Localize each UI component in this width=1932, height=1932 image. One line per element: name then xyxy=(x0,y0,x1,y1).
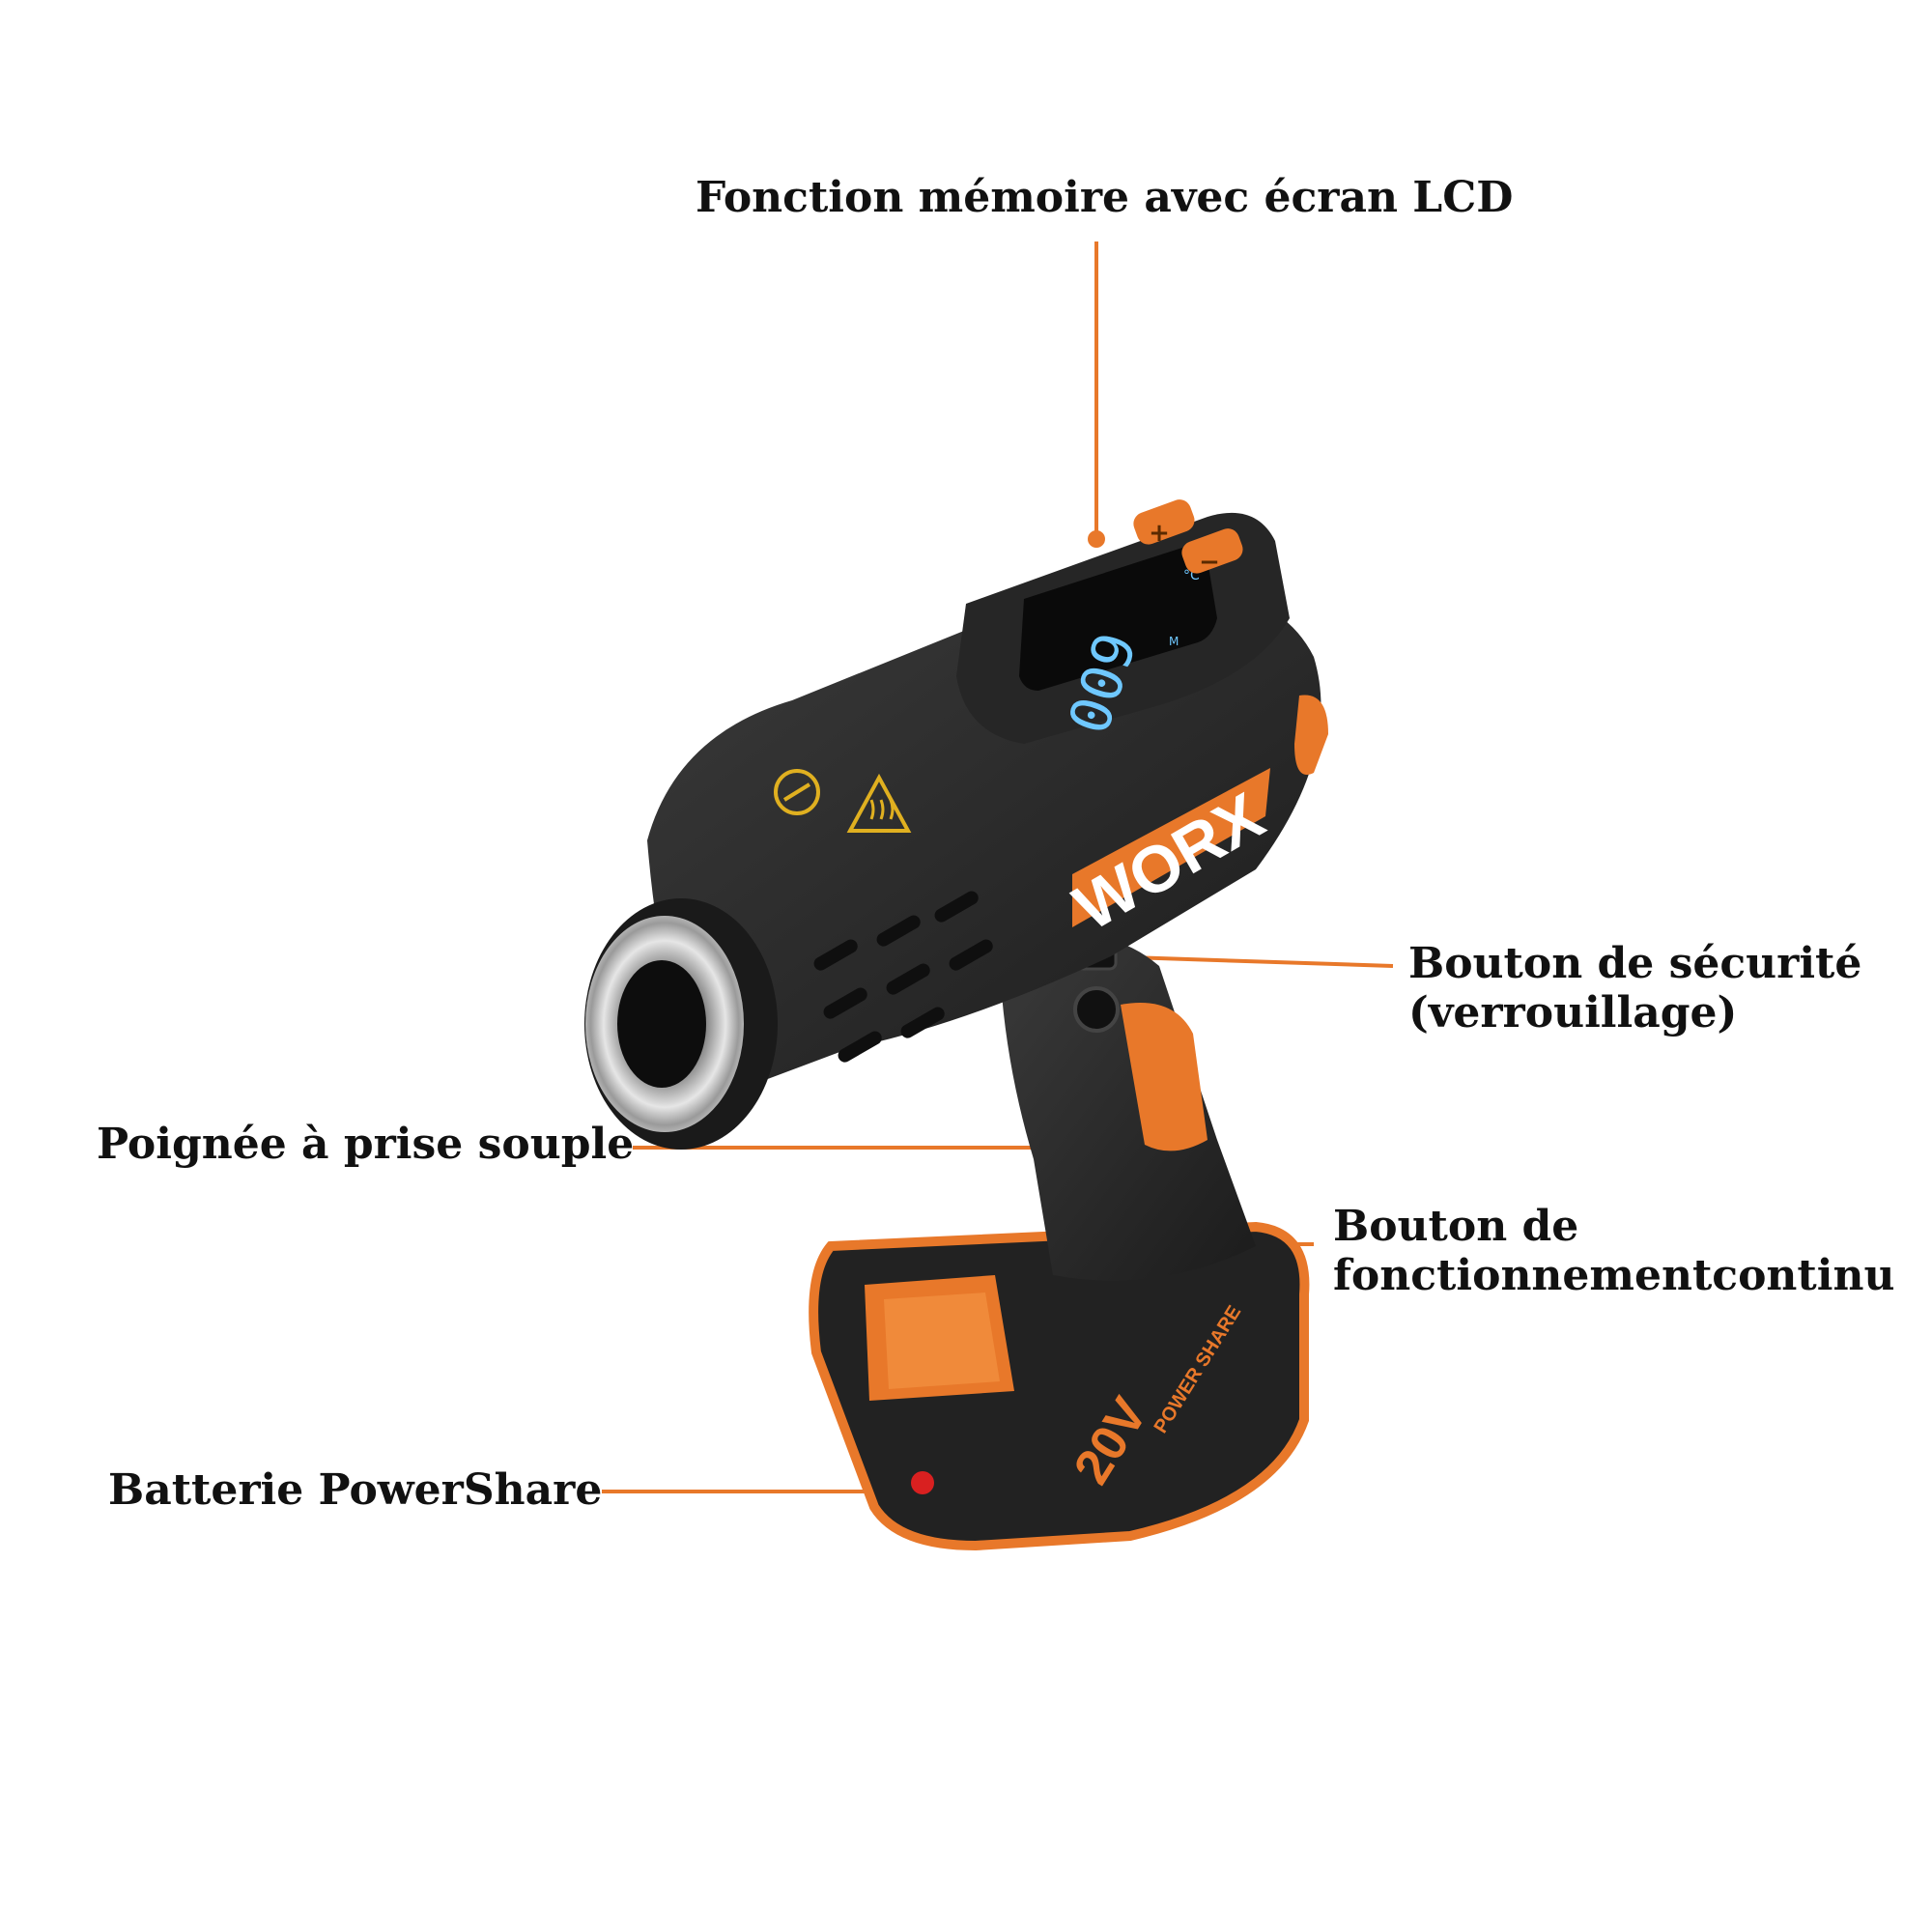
safety-lock-button xyxy=(1075,940,1118,971)
label-soft-grip: Poignée à prise souple xyxy=(97,1120,635,1169)
label-safety-button: Bouton de sécurité (verrouillage) xyxy=(1408,939,1862,1037)
continuous-button xyxy=(1073,986,1120,1033)
brand-plate xyxy=(1072,768,1270,927)
plus-symbol: + xyxy=(1149,519,1170,548)
minus-button: − xyxy=(1181,528,1243,577)
lcd-housing: 600 °C M + − xyxy=(956,499,1290,744)
nozzle xyxy=(584,898,778,1150)
callout-dot-lcd xyxy=(1088,530,1105,548)
battery-indicator-light xyxy=(911,1471,934,1494)
battery-voltage-label: 20V xyxy=(1064,1388,1158,1493)
lcd-temperature-value: 600 xyxy=(1054,624,1148,741)
label-continuous-button: Bouton de fonctionnementcontinu xyxy=(1333,1202,1895,1300)
side-orange-accent xyxy=(1294,695,1328,775)
label-safety-line1: Bouton de sécurité xyxy=(1408,939,1862,988)
lcd-screen xyxy=(1019,546,1217,691)
callout-line-safety xyxy=(1098,954,1394,968)
label-powershare-battery: Batterie PowerShare xyxy=(108,1465,603,1515)
lcd-mode: M xyxy=(1169,635,1179,648)
label-continuous-line2: fonctionnementcontinu xyxy=(1333,1250,1895,1300)
battery-brand-label: POWER SHARE xyxy=(1151,1302,1246,1437)
label-continuous-line1: Bouton de xyxy=(1333,1202,1579,1251)
label-safety-line2: (verrouillage) xyxy=(1408,987,1738,1037)
battery-pack: 20V POWER SHARE xyxy=(809,1221,1310,1551)
brand-logo: WORX xyxy=(1063,779,1276,945)
callout-line-continuous xyxy=(1117,1014,1314,1246)
burn-warning-icon xyxy=(774,769,820,815)
callout-dot-grip xyxy=(1078,1139,1095,1156)
callout-dot-continuous xyxy=(1110,1004,1127,1021)
battery-latch xyxy=(884,1293,1000,1389)
label-lcd-memory: Fonction mémoire avec écran LCD xyxy=(696,173,1514,222)
minus-symbol: − xyxy=(1199,548,1220,577)
lcd-unit: °C xyxy=(1183,568,1200,583)
grip-orange-strip xyxy=(1121,1003,1208,1151)
callout-dot-battery xyxy=(1052,1483,1069,1500)
vent-slots xyxy=(813,891,993,1063)
callout-dot-safety xyxy=(1091,948,1108,965)
nozzle-ring xyxy=(585,916,744,1132)
hot-surface-warning-icon xyxy=(846,773,912,833)
plus-button: + xyxy=(1133,499,1195,548)
nozzle-opening xyxy=(617,960,706,1088)
callout-lines xyxy=(602,242,1394,1500)
handle xyxy=(1000,937,1256,1281)
gun-body: WORX xyxy=(647,587,1328,1092)
